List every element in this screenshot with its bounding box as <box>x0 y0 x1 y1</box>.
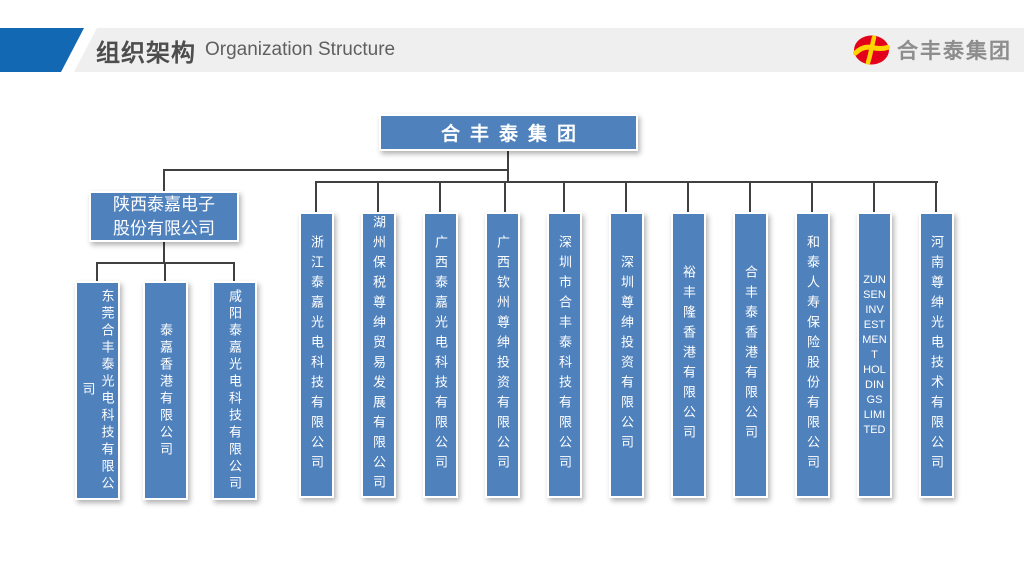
connector-child-drop <box>96 262 98 283</box>
connector-drop <box>377 181 379 214</box>
org-node-label: 浙江泰嘉光电科技有限公司 <box>309 235 324 475</box>
connector-drop <box>439 181 441 214</box>
connector-child-drop <box>233 262 235 283</box>
org-node-child: 东莞合丰泰光电科技有限公司 <box>75 281 120 500</box>
org-node-subsidiary: 浙江泰嘉光电科技有限公司 <box>299 212 334 498</box>
logo-text: 合丰泰集团 <box>897 40 1012 63</box>
connector-drop <box>315 181 317 214</box>
org-node-subsidiary: 河南尊绅光电技术有限公司 <box>919 212 954 498</box>
page-title-en: Organization Structure <box>205 39 396 60</box>
org-node-root: 合丰泰集团 <box>379 114 638 151</box>
connector-shaanxi-vertical <box>163 242 165 263</box>
org-node-label: 湖州保税尊绅贸易发展有限公司 <box>371 215 386 495</box>
connector-drop <box>625 181 627 214</box>
connector-drop <box>873 181 875 214</box>
org-node-label: 深圳尊绅投资有限公司 <box>619 255 634 455</box>
org-node-subsidiary: 和泰人寿保险股份有限公司 <box>795 212 830 498</box>
org-node-child: 泰嘉香港有限公司 <box>143 281 188 500</box>
org-node-label: 咸阳泰嘉光电科技有限公司 <box>227 288 242 493</box>
connector-drop <box>811 181 813 214</box>
org-node-subsidiary: 广西钦州尊绅投资有限公司 <box>485 212 520 498</box>
org-node-subsidiary: 广西泰嘉光电科技有限公司 <box>423 212 458 498</box>
org-node-label: 合丰泰集团 <box>440 124 586 145</box>
org-node-subsidiary: ZUN SEN INV EST MEN T HOL DIN GS LIMI TE… <box>857 212 892 498</box>
connector-child-drop <box>164 262 166 283</box>
org-node-label: 陕西泰嘉电子 股份有限公司 <box>113 194 215 238</box>
page-title-zh: 组织架构 <box>96 39 196 67</box>
connector-drop <box>563 181 565 214</box>
org-node-shaanxi: 陕西泰嘉电子 股份有限公司 <box>89 191 239 242</box>
org-node-label: 河南尊绅光电技术有限公司 <box>929 235 944 475</box>
org-node-child: 咸阳泰嘉光电科技有限公司 <box>212 281 257 500</box>
org-node-label: 东莞合丰泰光电科技有限公司 <box>80 288 115 493</box>
connector-drop <box>749 181 751 214</box>
org-node-subsidiary: 深圳市合丰泰科技有限公司 <box>547 212 582 498</box>
org-node-subsidiary: 合丰泰香港有限公司 <box>733 212 768 498</box>
org-node-label: 合丰泰香港有限公司 <box>743 265 758 445</box>
org-node-label: 和泰人寿保险股份有限公司 <box>805 235 820 475</box>
header-bar <box>0 28 1024 72</box>
company-logo: 合丰泰集团 <box>853 28 1012 72</box>
logo-mark-icon <box>853 34 890 66</box>
org-node-label: 泰嘉香港有限公司 <box>158 322 173 459</box>
connector-drop <box>504 181 506 214</box>
connector-root-vertical <box>507 149 509 183</box>
org-node-label: ZUN SEN INV EST MEN T HOL DIN GS LIMI TE… <box>862 273 887 436</box>
org-node-label: 广西钦州尊绅投资有限公司 <box>495 235 510 475</box>
connector-left-branch-drop <box>163 169 165 193</box>
header-titles: 组织架构 Organization Structure <box>96 28 395 72</box>
org-node-subsidiary: 裕丰隆香港有限公司 <box>671 212 706 498</box>
connector-left-branch-horizontal <box>163 169 509 171</box>
org-node-label: 裕丰隆香港有限公司 <box>681 265 696 445</box>
org-node-subsidiary: 湖州保税尊绅贸易发展有限公司 <box>361 212 396 498</box>
connector-drop <box>687 181 689 214</box>
org-node-label: 广西泰嘉光电科技有限公司 <box>433 235 448 475</box>
connector-drop <box>935 181 937 214</box>
org-node-subsidiary: 深圳尊绅投资有限公司 <box>609 212 644 498</box>
org-node-label: 深圳市合丰泰科技有限公司 <box>557 235 572 475</box>
